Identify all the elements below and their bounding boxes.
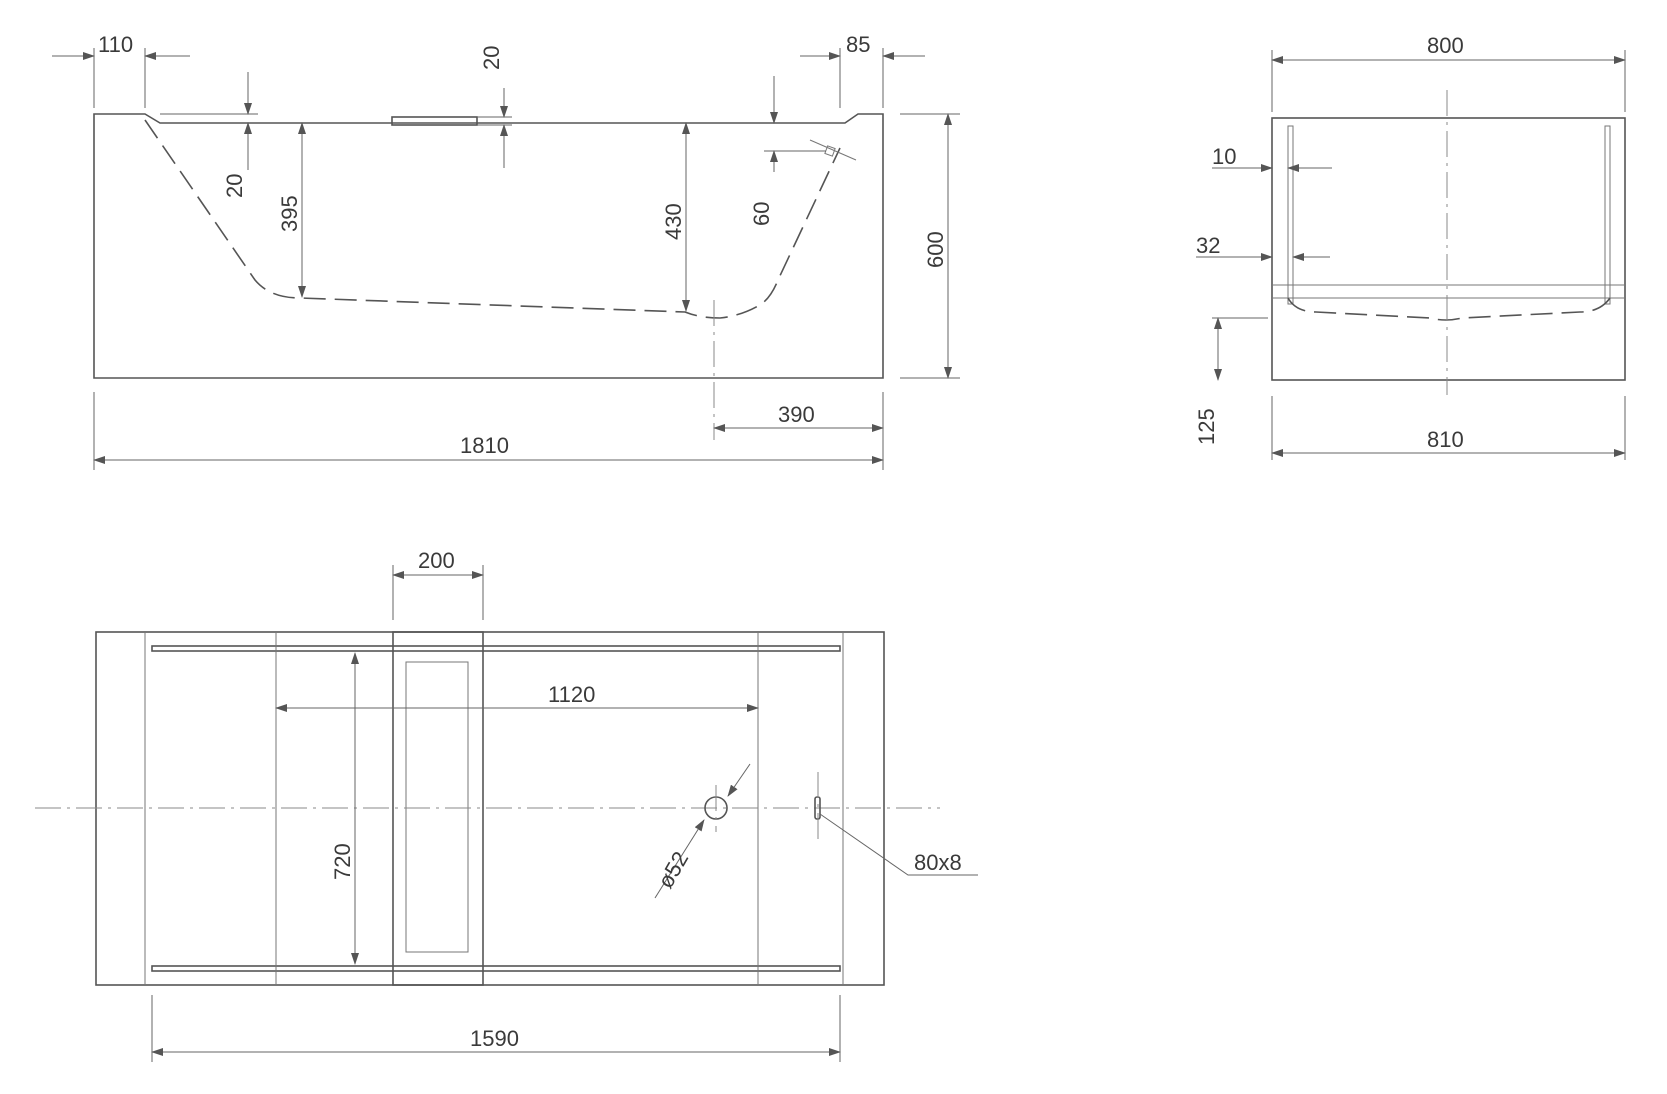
side-view-body-outline bbox=[93, 113, 884, 379]
dim-right-rim-offset: 85 bbox=[846, 32, 870, 57]
side-view-inner-basin bbox=[144, 119, 841, 319]
dim-top-rim-height-left: 20 bbox=[222, 174, 247, 198]
top-view-rail-bottom bbox=[151, 965, 841, 972]
dim-floor-height: 125 bbox=[1194, 408, 1219, 445]
side-view: 110 20 395 20 430 60 85 600 bbox=[52, 32, 960, 470]
dim-overflow-offset: 60 bbox=[749, 202, 774, 226]
top-view-tray bbox=[392, 631, 484, 986]
dim-inner-width: 800 bbox=[1427, 33, 1464, 58]
top-view-rail-top bbox=[151, 645, 841, 652]
dim-overflow-height: 20 bbox=[479, 46, 504, 70]
side-view-overflow-marker bbox=[824, 145, 836, 157]
dim-drain-diameter: ø52 bbox=[653, 847, 694, 892]
dim-rail-inset: 10 bbox=[1212, 144, 1236, 169]
dim-drain-offset: 390 bbox=[778, 402, 815, 427]
end-view-body-outline bbox=[1271, 117, 1626, 381]
dim-rail-length: 1590 bbox=[470, 1026, 519, 1051]
dim-total-width: 810 bbox=[1427, 427, 1464, 452]
dim-depth-right: 430 bbox=[661, 203, 686, 240]
dim-overflow-size: 80x8 bbox=[914, 850, 962, 875]
end-view-rail-right bbox=[1604, 125, 1611, 305]
dim-tray-width: 200 bbox=[418, 548, 455, 573]
dim-total-length: 1810 bbox=[460, 433, 509, 458]
end-view-rail-left bbox=[1287, 125, 1294, 305]
dim-inner-length: 1120 bbox=[548, 682, 595, 707]
dim-rail-width: 32 bbox=[1196, 233, 1220, 258]
end-view-inner-basin bbox=[1287, 297, 1611, 321]
dim-inner-width-top: 720 bbox=[330, 843, 355, 880]
dim-total-height: 600 bbox=[923, 231, 948, 268]
end-view: 800 10 32 125 810 bbox=[1194, 33, 1626, 460]
top-view-tray-inner bbox=[405, 661, 469, 953]
dim-depth-left: 395 bbox=[277, 195, 302, 232]
top-view: ø52 80x8 200 1120 720 1590 bbox=[35, 548, 978, 1062]
side-view-control-plate bbox=[391, 116, 478, 126]
dim-left-rim-offset: 110 bbox=[98, 32, 133, 57]
